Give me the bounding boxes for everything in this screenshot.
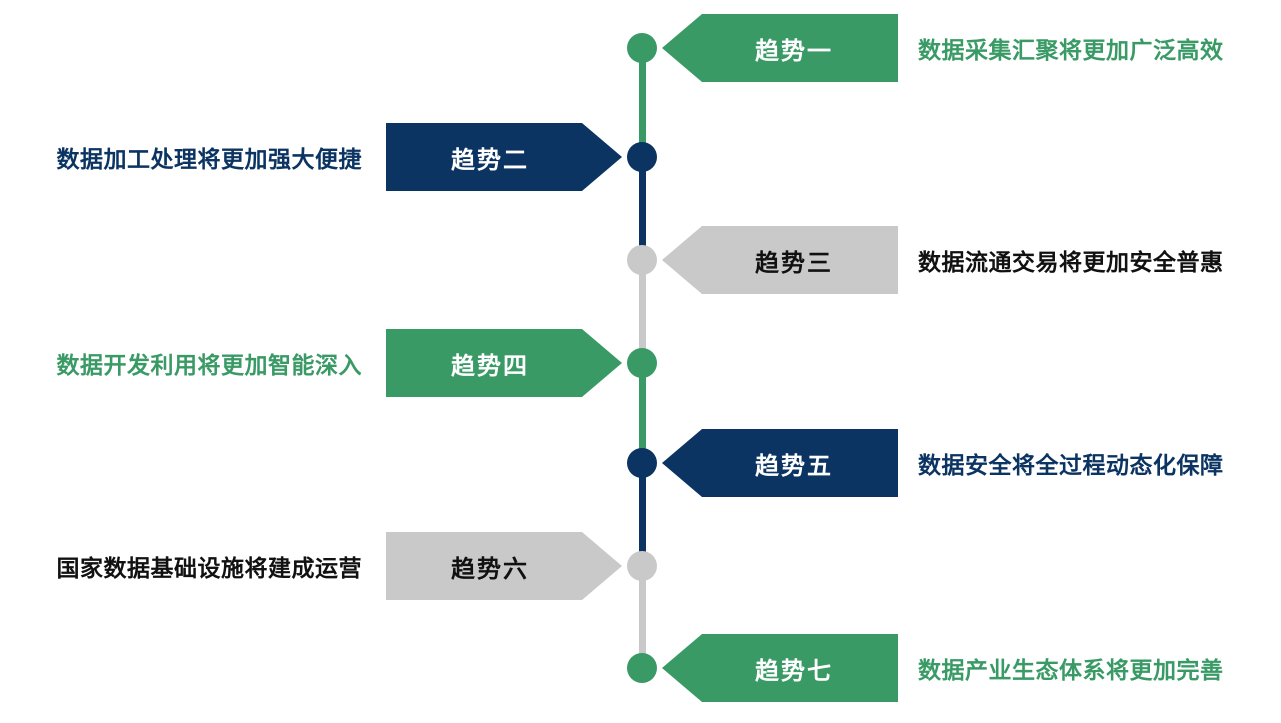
trend-caption: 数据开发利用将更加智能深入 [56, 352, 362, 378]
trend-caption: 数据采集汇聚将更加广泛高效 [918, 37, 1224, 63]
arrow-left-icon [662, 634, 898, 702]
trend-badge-label: 趋势五 [755, 452, 833, 480]
trend-badge[interactable]: 趋势一 [662, 14, 898, 82]
trend-badge-label: 趋势四 [451, 352, 529, 380]
trend-caption: 数据加工处理将更加强大便捷 [56, 146, 362, 172]
timeline-row: 趋势七 数据产业生态体系将更加完善 [0, 634, 1281, 704]
timeline-row: 趋势二 数据加工处理将更加强大便捷 [0, 123, 1281, 193]
timeline-row: 趋势四 数据开发利用将更加智能深入 [0, 329, 1281, 399]
trend-badge-label: 趋势六 [451, 555, 529, 583]
trend-caption: 数据产业生态体系将更加完善 [918, 657, 1224, 683]
arrow-right-icon [386, 532, 622, 600]
timeline-row: 趋势五 数据安全将全过程动态化保障 [0, 429, 1281, 499]
arrow-right-icon [386, 123, 622, 191]
trend-badge-label: 趋势二 [451, 146, 529, 174]
trend-badge[interactable]: 趋势七 [662, 634, 898, 702]
arrow-left-icon [662, 226, 898, 294]
arrow-right-icon [386, 329, 622, 397]
timeline-row: 趋势六 国家数据基础设施将建成运营 [0, 532, 1281, 602]
trend-caption: 国家数据基础设施将建成运营 [56, 555, 362, 581]
timeline-row: 趋势一 数据采集汇聚将更加广泛高效 [0, 14, 1281, 84]
arrow-left-icon [662, 14, 898, 82]
timeline-row: 趋势三 数据流通交易将更加安全普惠 [0, 226, 1281, 296]
trend-caption: 数据安全将全过程动态化保障 [918, 452, 1224, 478]
trend-badge-label: 趋势三 [755, 249, 833, 277]
trend-badge[interactable]: 趋势二 [386, 123, 622, 191]
trend-badge[interactable]: 趋势六 [386, 532, 622, 600]
trend-caption: 数据流通交易将更加安全普惠 [918, 249, 1224, 275]
trend-badge[interactable]: 趋势三 [662, 226, 898, 294]
arrow-left-icon [662, 429, 898, 497]
trend-badge[interactable]: 趋势四 [386, 329, 622, 397]
trend-badge[interactable]: 趋势五 [662, 429, 898, 497]
trend-badge-label: 趋势七 [755, 657, 833, 685]
trend-badge-label: 趋势一 [755, 37, 833, 65]
